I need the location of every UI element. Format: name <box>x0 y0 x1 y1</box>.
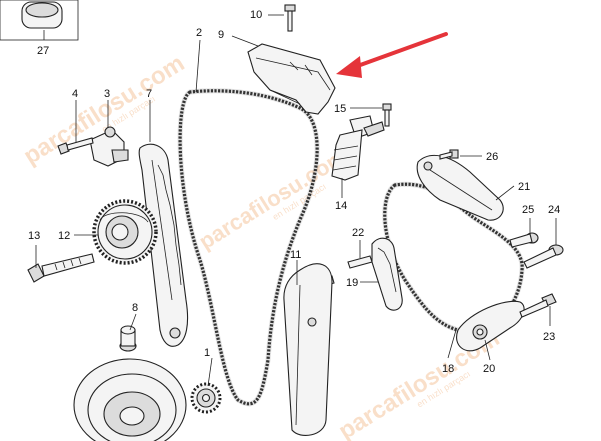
part-25-bolt <box>509 232 539 248</box>
part-12-camshaft-adjuster <box>92 199 158 265</box>
callout-7: 7 <box>146 88 152 100</box>
part-24-bolt <box>523 244 564 269</box>
part-26-bolt <box>439 149 459 160</box>
callout-15: 15 <box>334 103 346 115</box>
part-9-chain-tensioner <box>247 43 336 115</box>
part-27 <box>0 0 79 41</box>
part-3-camshaft-sensor <box>89 126 129 167</box>
callout-22: 22 <box>352 227 364 239</box>
watermark-brand-text: parcafilosu.com <box>194 144 350 255</box>
callout-18: 18 <box>442 363 454 375</box>
callout-10: 10 <box>250 9 262 21</box>
timing-chain-main <box>177 88 320 407</box>
part-23-bolt <box>519 293 557 318</box>
callout-3: 3 <box>104 88 110 100</box>
callout-21: 21 <box>518 181 530 193</box>
callout-9: 9 <box>218 29 224 41</box>
callout-2: 2 <box>196 27 202 39</box>
callout-27: 27 <box>37 45 49 57</box>
part-14-solenoid-valve <box>331 115 385 181</box>
part-4-bolt <box>57 137 94 155</box>
crankshaft-pulley <box>73 358 187 441</box>
callout-24: 24 <box>548 204 560 216</box>
tensioner-rail-lower <box>283 263 333 436</box>
callout-4: 4 <box>72 88 78 100</box>
callout-23: 23 <box>543 331 555 343</box>
callout-20: 20 <box>483 363 495 375</box>
part-1-crank-sprocket <box>190 382 222 414</box>
callout-1: 1 <box>204 347 210 359</box>
callout-12: 12 <box>58 230 70 242</box>
part-13-bolt <box>27 253 95 283</box>
callout-26: 26 <box>486 151 498 163</box>
part-19-guide-rail <box>371 237 403 311</box>
part-7-chain-guide <box>138 143 189 347</box>
highlight-arrow <box>336 32 448 78</box>
part-8-bolt <box>119 325 137 352</box>
callout-11: 11 <box>290 249 301 261</box>
callout-8: 8 <box>132 302 138 314</box>
callout-25: 25 <box>522 204 534 216</box>
part-10-bolt <box>284 4 296 32</box>
callout-13: 13 <box>28 230 40 242</box>
watermark-center: parcafilosu.com en hızlı parçacı <box>194 144 350 255</box>
leader-lines <box>35 14 557 387</box>
callout-19: 19 <box>346 277 358 289</box>
callout-14: 14 <box>335 200 347 212</box>
part-15-bolt <box>382 103 392 127</box>
